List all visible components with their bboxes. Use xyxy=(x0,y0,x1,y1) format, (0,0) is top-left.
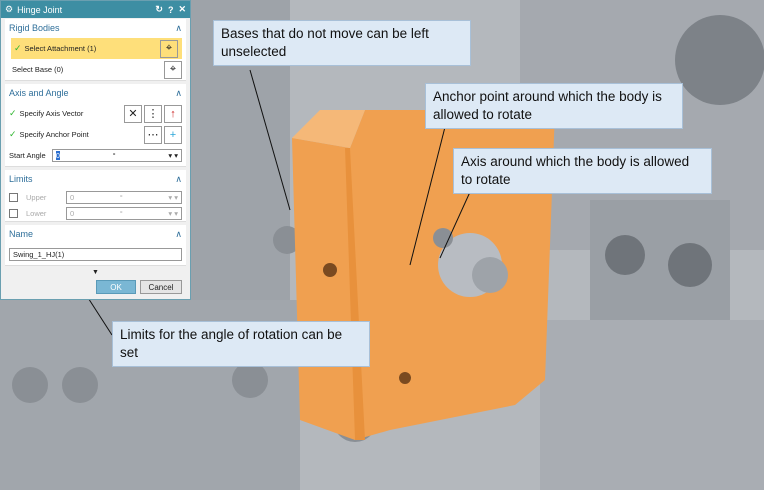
collapse-icon[interactable]: ∧ xyxy=(175,23,182,33)
dialog-title: Hinge Joint xyxy=(17,4,63,15)
collapse-icon[interactable]: ∧ xyxy=(175,229,182,239)
help-icon[interactable]: ? xyxy=(167,4,174,15)
close-icon[interactable]: ✕ xyxy=(178,4,186,14)
section-header[interactable]: Limits∧ xyxy=(9,174,182,184)
section-header[interactable]: Rigid Bodies∧ xyxy=(9,23,182,33)
crosshair-icon[interactable]: ⌖ xyxy=(164,60,182,79)
collapse-icon[interactable]: ∧ xyxy=(175,88,182,98)
callout-bases: Bases that do not move can be left unsel… xyxy=(213,20,471,67)
section-header[interactable]: Name∧ xyxy=(9,229,182,239)
anchor-point-row[interactable]: ✓Specify Anchor Point⋯+ xyxy=(5,124,186,145)
callout-limits: Limits for the angle of rotation can be … xyxy=(112,321,370,368)
section-header[interactable]: Axis and Angle∧ xyxy=(9,88,182,98)
collapse-icon[interactable]: ∧ xyxy=(175,174,182,184)
upper-checkbox[interactable] xyxy=(9,192,18,202)
callout-axis: Axis around which the body is allowed to… xyxy=(453,148,712,195)
vector-icon[interactable]: ✕ xyxy=(124,104,142,123)
gear-icon: ⚙ xyxy=(5,4,14,14)
point-icon[interactable]: ⋮ xyxy=(144,104,162,123)
axis-vector-row[interactable]: ✓Specify Axis Vector✕⋮↑ xyxy=(5,103,186,124)
start-angle-input[interactable]: 0°▾ ▾ xyxy=(51,149,182,162)
plus-icon[interactable]: + xyxy=(164,125,182,144)
axis-dropdown-icon[interactable]: ↑ xyxy=(164,104,182,123)
select-base-row[interactable]: Select Base (0)⌖ xyxy=(5,59,186,80)
expand-icon[interactable]: ▼ xyxy=(92,269,99,276)
crosshair-icon[interactable]: ⌖ xyxy=(160,39,178,58)
check-icon: ✓ xyxy=(9,108,17,118)
select-attachment-row[interactable]: ✓Select Attachment (1)⌖ xyxy=(11,38,182,59)
lower-checkbox[interactable] xyxy=(9,208,18,218)
point-icon[interactable]: ⋯ xyxy=(144,125,162,144)
cancel-button[interactable]: Cancel xyxy=(140,280,182,294)
ok-button[interactable]: OK xyxy=(96,280,136,294)
section-name: Name∧ Swing_1_HJ(1) xyxy=(5,225,186,266)
check-icon: ✓ xyxy=(9,129,17,139)
callout-anchor: Anchor point around which the body is al… xyxy=(425,83,683,130)
check-icon: ✓ xyxy=(14,43,22,53)
upper-input[interactable]: 0°▾ ▾ xyxy=(66,190,182,204)
lower-input[interactable]: 0°▾ ▾ xyxy=(66,206,182,220)
section-axis-angle: Axis and Angle∧ ✓Specify Axis Vector✕⋮↑ … xyxy=(5,84,186,167)
title-bar: ⚙ Hinge Joint ↻ ? ✕ xyxy=(1,1,190,18)
reset-icon[interactable]: ↻ xyxy=(155,4,163,14)
section-rigid-bodies: Rigid Bodies∧ ✓Select Attachment (1)⌖ Se… xyxy=(5,19,186,81)
hinge-joint-dialog: ⚙ Hinge Joint ↻ ? ✕ Rigid Bodies∧ ✓Selec… xyxy=(0,0,191,300)
name-input[interactable]: Swing_1_HJ(1) xyxy=(9,248,182,261)
